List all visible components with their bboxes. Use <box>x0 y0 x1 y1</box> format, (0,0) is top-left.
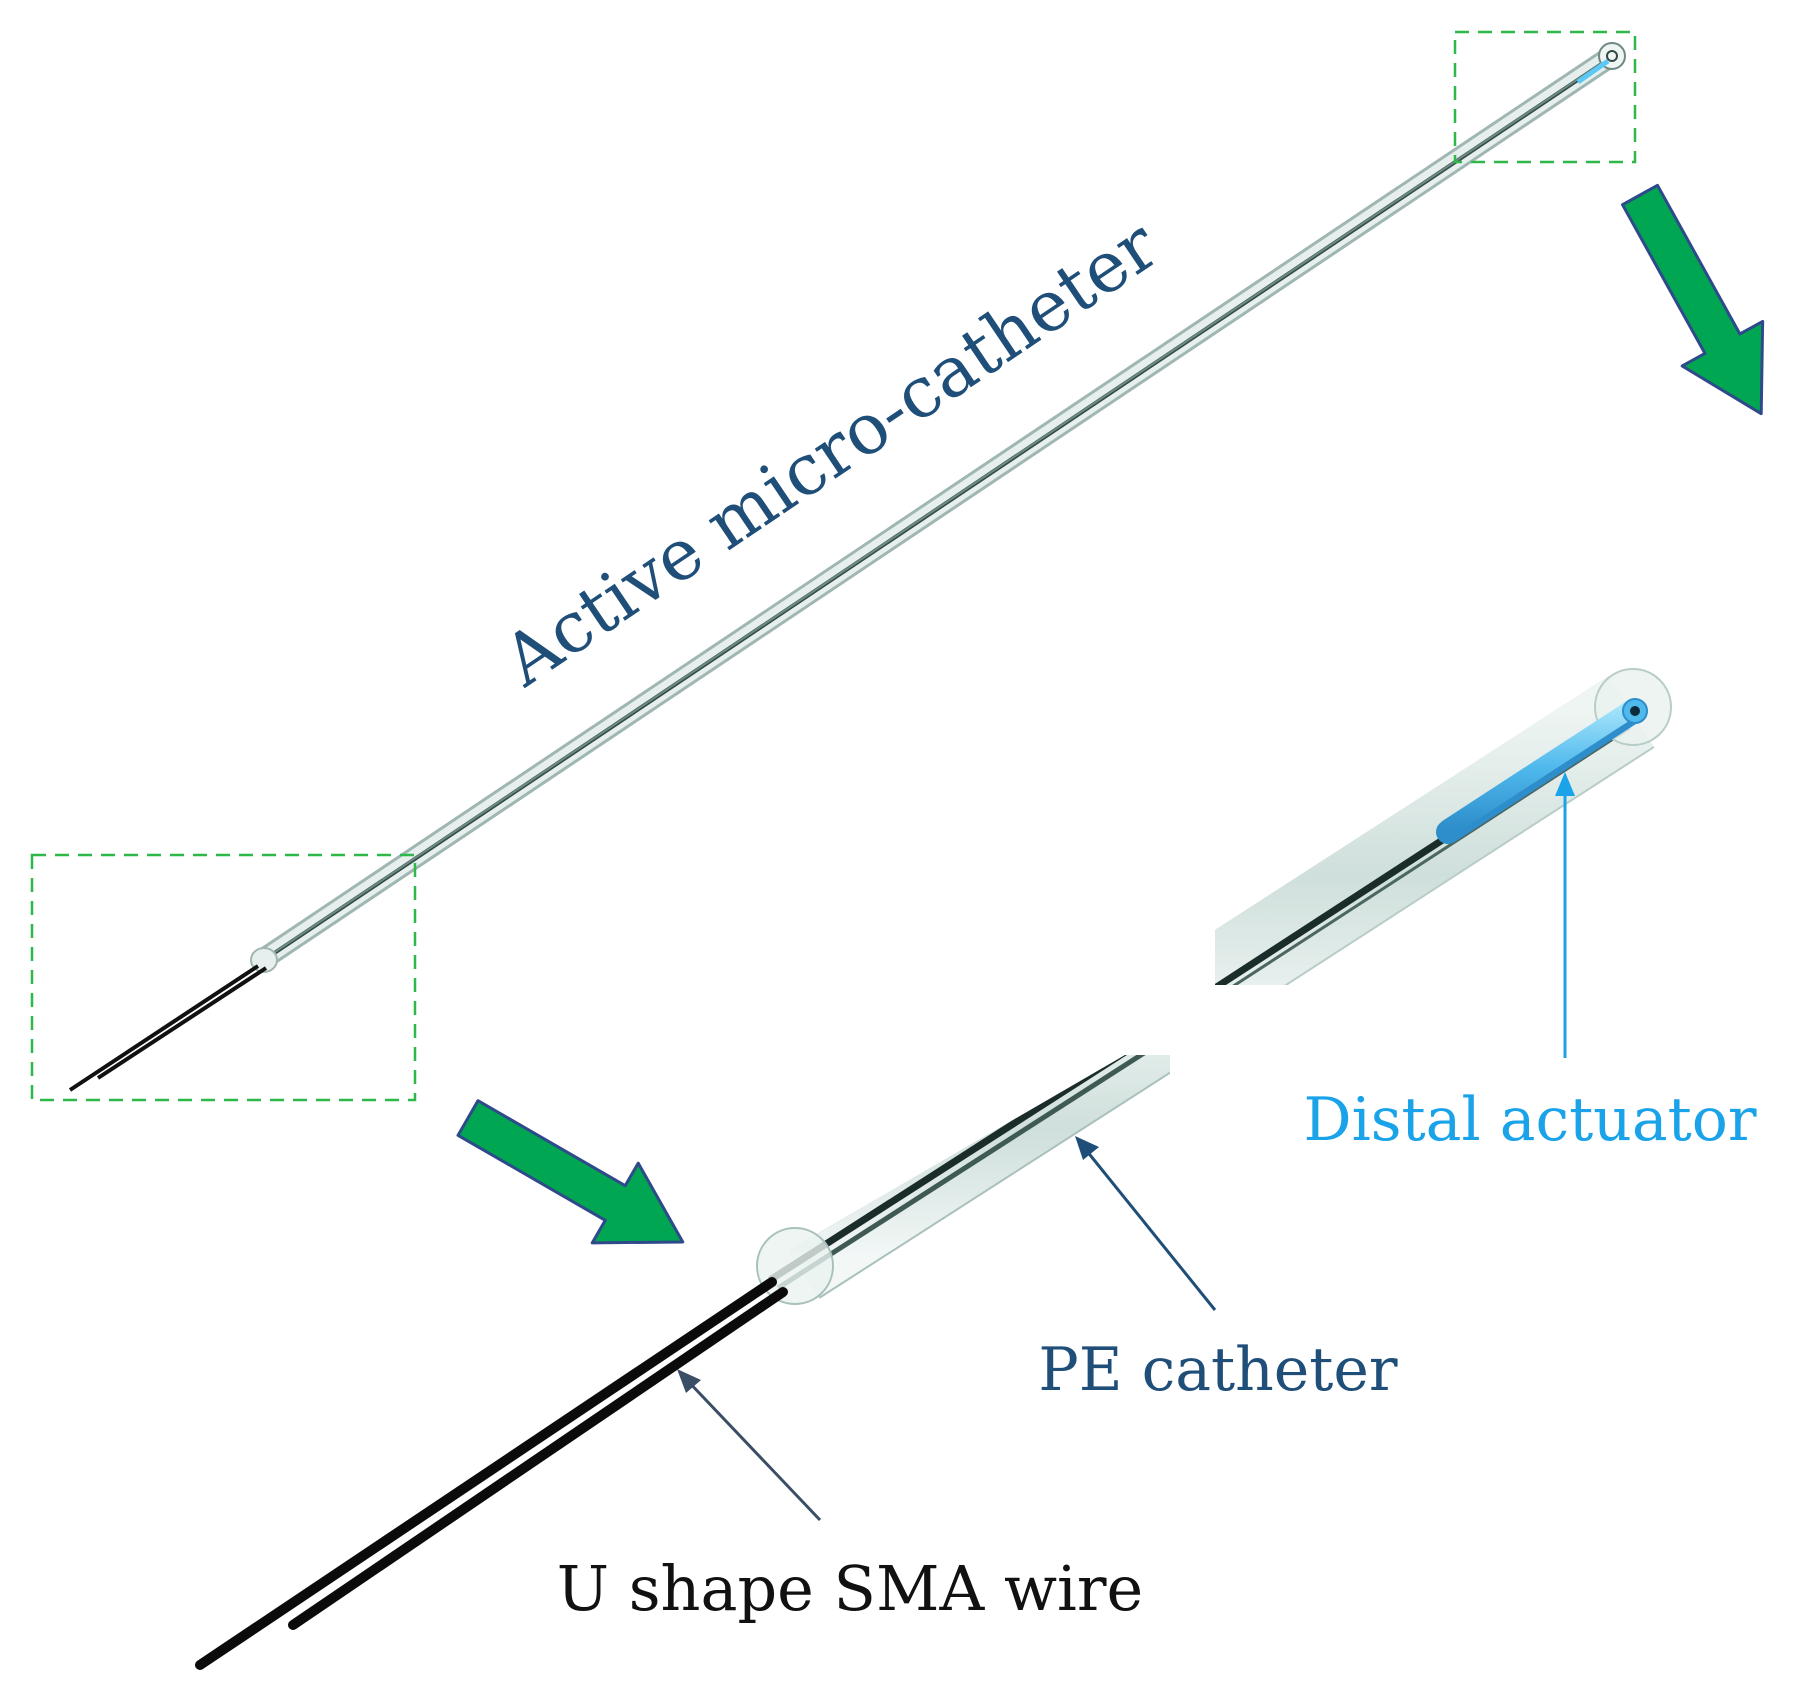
proximal-core-wire-2 <box>776 1055 1170 1291</box>
distal-core-wire-2 <box>1215 726 1631 985</box>
long-sma-wire-2 <box>96 966 268 1080</box>
long-catheter-tip-lumen <box>1606 50 1618 62</box>
label-distal-actuator: Distal actuator <box>1303 1085 1756 1155</box>
zoom-arrow-right <box>1621 183 1765 416</box>
sma-wire-2 <box>288 1287 788 1630</box>
sma-wire-1 <box>195 1277 777 1670</box>
distal-actuator-highlight <box>1439 698 1643 837</box>
label-active-micro-catheter: Active micro-catheter <box>488 204 1173 703</box>
distal-detail <box>1215 668 1672 985</box>
label-pe-catheter: PE catheter <box>1038 1335 1397 1405</box>
zoom-arrow-left <box>456 1099 685 1245</box>
long-catheter-tip-actuator <box>1576 58 1610 85</box>
callout-distal-actuator <box>1555 772 1575 1058</box>
long-sma-wire-1 <box>68 964 260 1092</box>
callout-pe-catheter <box>1075 1136 1217 1311</box>
zoom-box-proximal <box>30 853 417 1102</box>
callout-sma-wire <box>677 1369 822 1522</box>
proximal-core-wire-1 <box>768 1055 1170 1283</box>
long-catheter <box>68 42 1626 1092</box>
distal-actuator-lumen <box>1630 706 1640 716</box>
long-catheter-core-wire-2 <box>265 54 1615 959</box>
zoom-box-distal <box>1453 30 1637 164</box>
label-sma-wire: U shape SMA wire <box>557 1552 1143 1625</box>
proximal-tube-end <box>756 1227 834 1305</box>
